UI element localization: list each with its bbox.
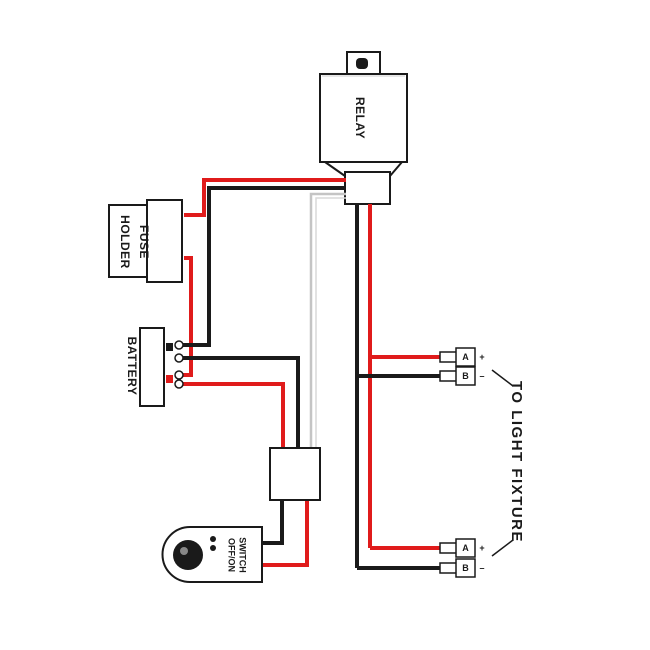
switch-label-line2: SWITCH — [238, 537, 248, 573]
switch-led-dot — [210, 545, 216, 551]
relay-neck-left — [324, 161, 346, 177]
terminal-b-bottom-polarity: – — [479, 563, 484, 573]
battery: BATTERY — [125, 327, 184, 407]
red-wire-relay-to-fuse — [184, 178, 346, 217]
to-light-fixture-label: TO LIGHT FIXTURE — [508, 381, 525, 543]
spade-connector-housing — [455, 558, 476, 578]
ring-terminal — [174, 379, 184, 389]
black-wire-relay-to-battery — [179, 186, 346, 347]
bracket-line-top — [491, 369, 514, 387]
ring-terminal — [174, 340, 184, 350]
terminal-a-bottom: A + — [439, 538, 485, 558]
ring-terminal — [174, 353, 184, 363]
relay-body — [319, 73, 408, 163]
white-wire-2 — [315, 197, 346, 448]
terminal-b-top-polarity: – — [479, 371, 484, 381]
terminals-bottom: A + B – — [439, 538, 485, 578]
white-wire — [309, 192, 346, 448]
bracket-line-bottom — [491, 539, 514, 557]
terminal-b-top-label: B — [462, 371, 469, 381]
terminal-b-bottom: B – — [439, 558, 485, 578]
terminal-a-bottom-label: A — [462, 543, 469, 553]
switch-mount-hole-highlight — [180, 547, 188, 555]
black-wire-battery-to-switch — [179, 356, 300, 448]
switch-label-line1: OFF/ON — [227, 538, 237, 572]
switch-mount-hole — [173, 540, 203, 570]
red-wire-battery-to-switch — [179, 382, 285, 448]
battery-terminal-positive — [166, 375, 173, 383]
light-fixture-bracket: TO LIGHT FIXTURE — [491, 369, 525, 557]
battery-terminal-negative — [166, 343, 173, 351]
battery-body — [139, 327, 165, 407]
terminal-a-top-label: A — [462, 352, 469, 362]
spade-connector-housing — [455, 538, 476, 558]
terminal-a-top-polarity: + — [479, 352, 484, 362]
relay-connector — [344, 171, 391, 205]
fuse-holder-label-line2: HOLDER — [118, 215, 132, 269]
wires — [179, 178, 440, 570]
terminals-top: A + B – — [439, 347, 485, 386]
spade-connector-housing — [455, 347, 476, 367]
relay-mount-hole — [356, 58, 368, 69]
red-wire-harness-to-switch — [262, 500, 309, 567]
relay-label: RELAY — [353, 97, 367, 139]
spade-connector-housing — [455, 366, 476, 386]
relay-neck-right — [389, 161, 403, 177]
off-on-switch: OFF/ON SWITCH — [161, 526, 263, 583]
terminal-b-top: B – — [439, 366, 485, 386]
switch-harness-connector — [269, 447, 321, 501]
switch-led-dot — [210, 536, 216, 542]
fuse-holder-label-line1: FUSE — [137, 225, 151, 259]
fuse-holder-body — [146, 199, 183, 283]
battery-label: BATTERY — [125, 337, 139, 396]
black-wire-harness-to-switch — [258, 500, 284, 545]
ring-terminal — [174, 370, 184, 380]
terminal-b-bottom-label: B — [462, 563, 469, 573]
relay: RELAY — [319, 51, 408, 205]
red-wire-fuse-to-battery — [179, 256, 193, 377]
terminal-a-top: A + — [439, 347, 485, 367]
terminal-a-bottom-polarity: + — [479, 543, 484, 553]
fuse-holder: FUSE HOLDER — [108, 199, 183, 283]
